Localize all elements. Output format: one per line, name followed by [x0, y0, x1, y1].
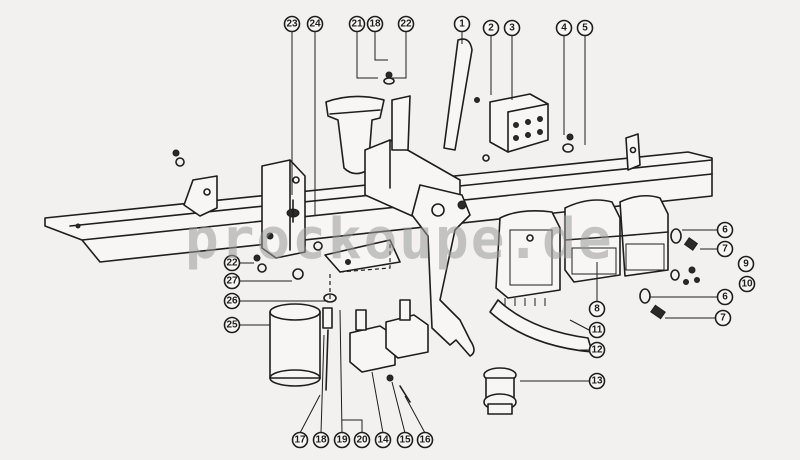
callout-4: 4: [555, 19, 573, 37]
svg-text:19: 19: [336, 435, 348, 446]
relay-block: [474, 93, 549, 162]
callout-26: 26: [223, 292, 241, 310]
callout-18-top: 18: [366, 15, 384, 33]
callout-1: 1: [453, 15, 471, 33]
callout-24: 24: [306, 15, 324, 33]
callout-15: 15: [396, 431, 414, 449]
svg-text:7: 7: [722, 244, 728, 255]
callout-23: 23: [283, 15, 301, 33]
washer: [562, 133, 574, 153]
callout-3: 3: [503, 19, 521, 37]
beam-bracket-right: [625, 133, 641, 171]
svg-text:26: 26: [226, 296, 238, 307]
relay-small-2: [385, 299, 429, 359]
callout-7-lower: 7: [714, 309, 732, 327]
callout-27: 27: [223, 272, 241, 290]
svg-text:2: 2: [488, 23, 494, 34]
callout-25: 25: [223, 316, 241, 334]
svg-text:17: 17: [294, 435, 306, 446]
svg-text:9: 9: [743, 259, 749, 270]
svg-text:20: 20: [356, 435, 368, 446]
callout-17: 17: [291, 431, 309, 449]
ball-joint: [286, 199, 300, 223]
control-unit-middle: [564, 199, 621, 283]
fasteners: [172, 71, 700, 403]
callout-13: 13: [588, 372, 606, 390]
callout-10: 10: [738, 275, 756, 293]
callout-6-upper: 6: [716, 221, 734, 239]
svg-text:23: 23: [286, 19, 298, 30]
svg-text:22: 22: [400, 19, 412, 30]
callout-19: 19: [333, 431, 351, 449]
svg-text:27: 27: [226, 276, 238, 287]
svg-text:18: 18: [369, 19, 381, 30]
svg-text:11: 11: [592, 325, 603, 336]
relay-small-1: [349, 309, 396, 373]
callout-2: 2: [482, 19, 500, 37]
watermark: prockoupe.de: [185, 207, 614, 272]
ground-strap: [489, 299, 593, 353]
mounting-bracket: [261, 159, 306, 259]
callout-12: 12: [588, 341, 606, 359]
callout-14: 14: [374, 431, 392, 449]
svg-text:16: 16: [419, 435, 431, 446]
control-unit-left: [495, 210, 561, 306]
callout-8: 8: [588, 300, 606, 318]
svg-text:7: 7: [720, 313, 726, 324]
callout-6-lower: 6: [716, 288, 734, 306]
svg-text:22: 22: [226, 258, 238, 269]
svg-text:10: 10: [741, 279, 753, 290]
callout-22-top: 22: [397, 15, 415, 33]
svg-text:14: 14: [377, 435, 389, 446]
oil-filter: [269, 303, 321, 387]
control-unit-right: [619, 194, 669, 277]
svg-text:15: 15: [399, 435, 411, 446]
leader-lines: [240, 31, 717, 434]
svg-text:3: 3: [509, 23, 515, 34]
svg-text:1: 1: [459, 19, 465, 30]
svg-text:18: 18: [315, 435, 327, 446]
svg-text:25: 25: [226, 320, 238, 331]
svg-text:24: 24: [309, 19, 321, 30]
svg-text:8: 8: [594, 304, 600, 315]
svg-text:6: 6: [722, 292, 728, 303]
callout-5: 5: [576, 19, 594, 37]
callout-11: 11: [588, 321, 606, 339]
svg-text:21: 21: [351, 19, 363, 30]
pedal-arm: [411, 38, 475, 357]
callout-18-bottom: 18: [312, 431, 330, 449]
callout-16: 16: [416, 431, 434, 449]
svg-text:5: 5: [582, 23, 588, 34]
callout-21: 21: [348, 15, 366, 33]
svg-text:4: 4: [561, 23, 567, 34]
pipe-fitting: [483, 367, 517, 415]
callout-20: 20: [353, 431, 371, 449]
callout-9: 9: [737, 255, 755, 273]
svg-text:6: 6: [722, 225, 728, 236]
svg-text:12: 12: [591, 345, 603, 356]
beam-bracket-left: [183, 175, 218, 217]
callout-7-upper: 7: [716, 240, 734, 258]
callout-22-left: 22: [223, 254, 241, 272]
svg-text:13: 13: [591, 376, 603, 387]
